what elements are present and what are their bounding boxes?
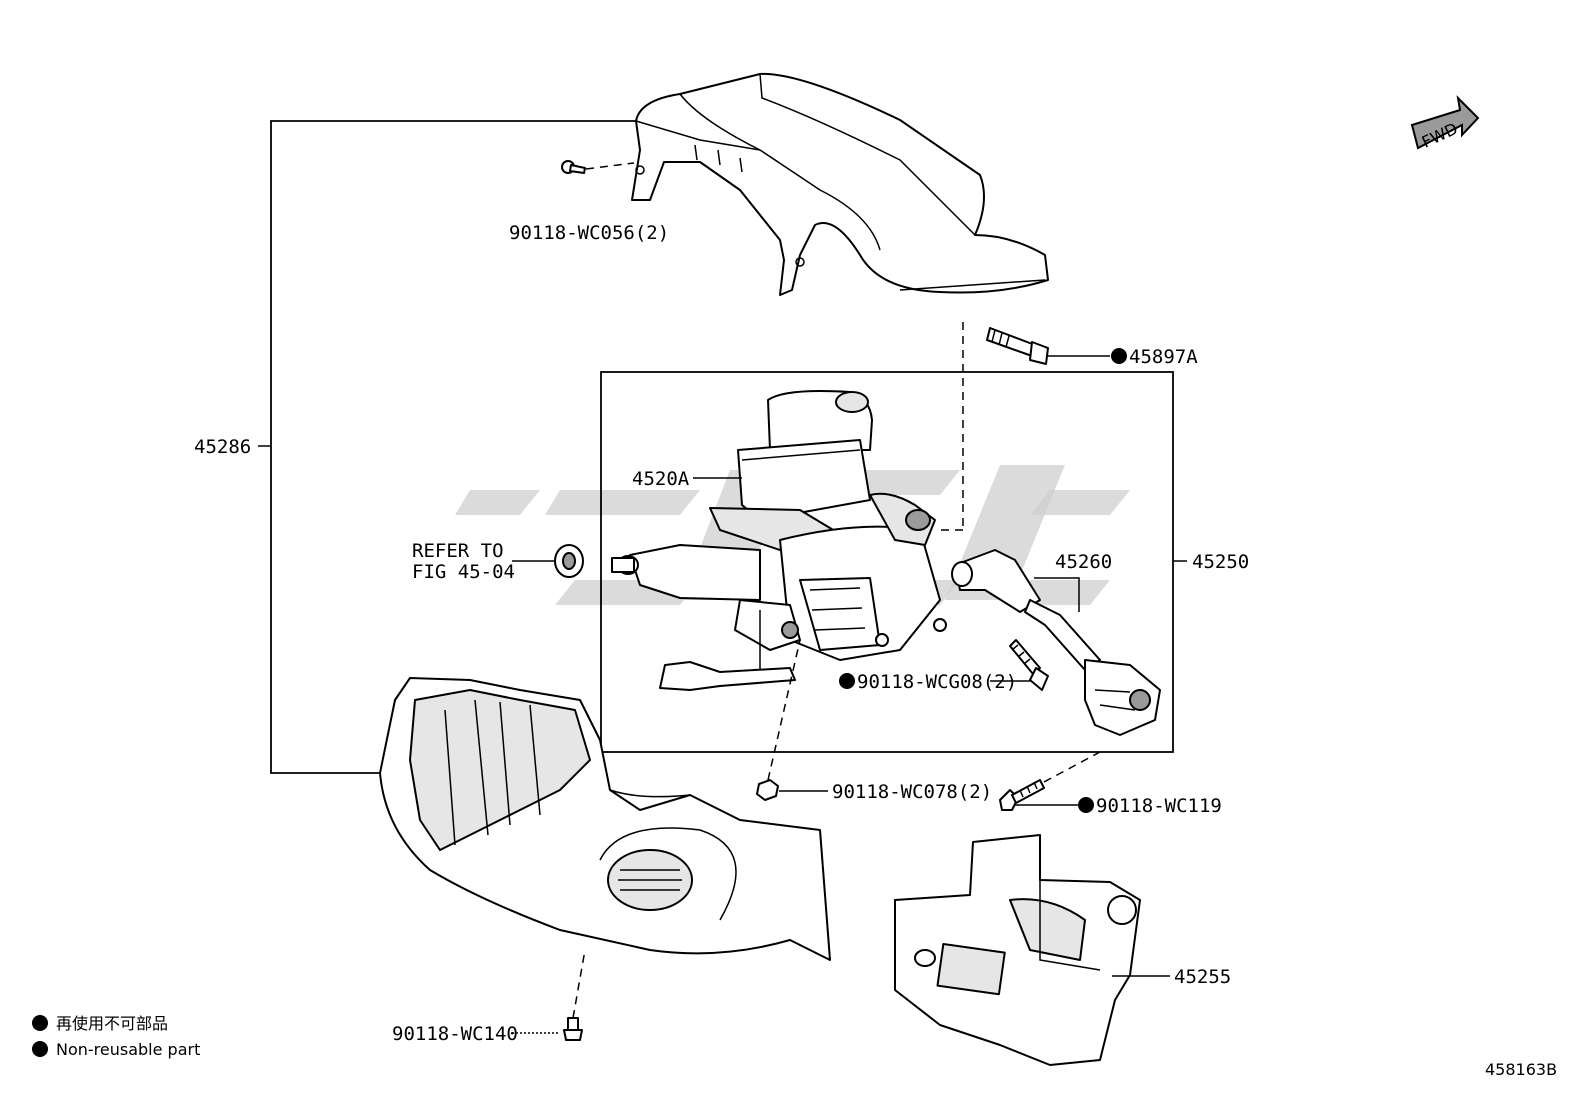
label-wc140: 90118-WC140 [392, 1023, 518, 1045]
intermediate-shaft [951, 549, 1161, 736]
nut-wc078-icon [756, 639, 828, 801]
label-refer-line1: REFER TO [412, 540, 504, 562]
label-45897a: 45897A [1129, 346, 1198, 368]
fwd-arrow-icon: FWD [1410, 95, 1480, 152]
label-wc119: 90118-WC119 [1096, 795, 1222, 817]
legend: 再使用不可部品 Non-reusable part [32, 1014, 200, 1059]
legend-jp: 再使用不可部品 [56, 1014, 168, 1033]
bolt-wc119-icon [999, 751, 1101, 811]
nonreusable-dot-45897a [1111, 348, 1127, 364]
nonreusable-dot-wc119 [1078, 797, 1094, 813]
diagram-id: 458163B [1485, 1060, 1557, 1079]
upper-column-cover [631, 72, 1049, 296]
label-45286: 45286 [194, 436, 251, 458]
screw-wc140-icon [512, 1017, 583, 1041]
legend-dot-icon [32, 1041, 48, 1057]
lower-column-cover [379, 677, 831, 1019]
label-wc078: 90118-WC078(2) [832, 781, 992, 803]
label-refer-line2: FIG 45-04 [412, 561, 515, 583]
refer-part-icon [512, 544, 584, 578]
legend-dot-icon [32, 1015, 48, 1031]
bolt-wcg08-icon [990, 639, 1049, 691]
nonreusable-dot-wcg08 [839, 673, 855, 689]
steering-column-assembly [611, 390, 947, 691]
label-45250: 45250 [1192, 551, 1249, 573]
label-wcg08: 90118-WCG08(2) [857, 671, 1017, 693]
label-4520a: 4520A [632, 468, 690, 490]
label-45260: 45260 [1055, 551, 1112, 573]
bracket-45286 [270, 120, 636, 774]
label-wc056: 90118-WC056(2) [509, 222, 669, 244]
label-45255: 45255 [1174, 966, 1231, 988]
screw-wc056-icon [561, 160, 635, 174]
bolt-45897a-icon [935, 322, 1110, 531]
legend-en: Non-reusable part [56, 1040, 200, 1059]
frame-45250 [600, 371, 1174, 753]
knee-bolster-45255 [894, 834, 1170, 1066]
